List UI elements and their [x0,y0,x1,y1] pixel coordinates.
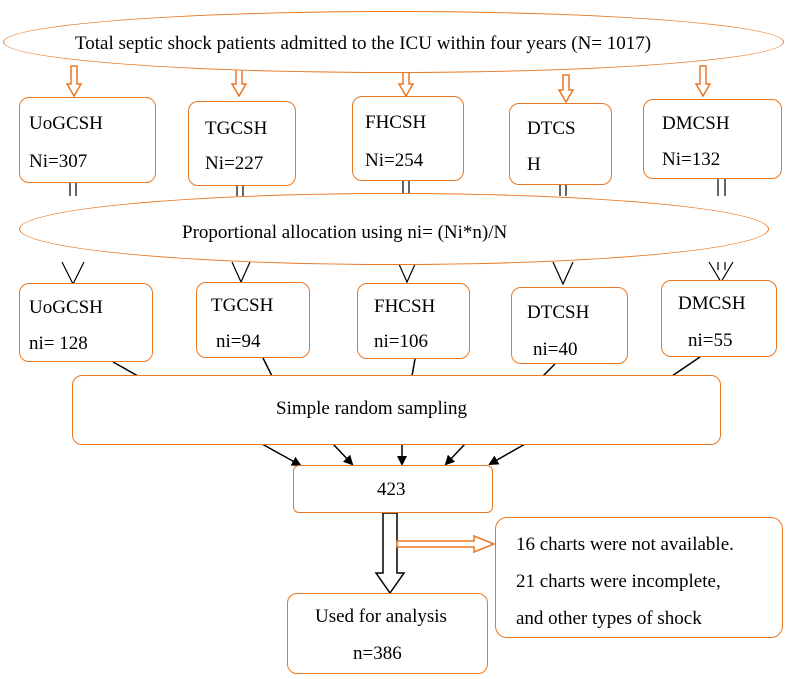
total-sample-box [293,465,493,513]
final-sample-label: Used for analysis [315,606,447,627]
sample-count: ni=106 [374,331,428,352]
total-sample-label: 423 [377,479,406,500]
exclusion-line: and other types of shock [516,608,702,629]
hospital-count: Ni=227 [205,153,264,174]
sample-name: DMCSH [678,293,746,314]
sample-box-fhcsh [357,283,470,359]
hospital-count: Ni=307 [29,151,88,172]
hollow-arrow-icon [694,65,712,98]
sample-count: ni=94 [216,331,261,352]
total-patients-ellipse [3,11,784,73]
final-sample-count: n=386 [353,643,402,664]
hollow-arrow-icon [396,534,497,554]
exclusions-box [495,517,783,638]
hospital-name: TGCSH [205,118,268,139]
exclusion-line: 21 charts were incomplete, [516,571,721,592]
allocation-label: Proportional allocation using ni= (Ni*n)… [182,222,508,243]
sample-name: UoGCSH [29,297,103,318]
sample-name: DTCSH [527,302,590,323]
hollow-arrow-icon [65,65,83,98]
sample-box-tgcsh [196,282,310,358]
sampling-method-box [72,375,721,445]
sample-count: ni=55 [688,330,733,351]
sample-box-uogcsh [19,283,153,362]
sample-count: ni=40 [533,339,578,360]
hospital-box-dtcsh [509,103,612,185]
hospital-box-dmcsh [643,99,782,179]
sample-box-dtcsh [511,287,628,364]
hospital-name-line1: DTCS [527,118,576,139]
hospital-count: Ni=254 [365,150,424,171]
exclusion-line: 16 charts were not available. [516,534,734,555]
sample-name: TGCSH [211,295,274,316]
hospital-name: UoGCSH [29,113,103,134]
hospital-name: FHCSH [365,112,427,133]
hospital-name-line2: H [527,154,541,175]
hospital-box-fhcsh [352,96,464,181]
hospital-box-uogcsh [19,97,156,183]
sampling-method-label: Simple random sampling [276,398,468,419]
sample-name: FHCSH [374,296,436,317]
hospital-name: DMCSH [662,113,730,134]
total-patients-label: Total septic shock patients admitted to … [75,33,652,54]
hollow-arrow-icon [374,512,406,595]
final-sample-box [287,593,488,674]
hospital-box-tgcsh [188,101,296,186]
sample-count: ni= 128 [29,333,88,354]
hollow-arrow-icon [557,74,575,104]
allocation-ellipse [19,193,769,265]
hospital-count: Ni=132 [662,149,721,170]
sample-box-dmcsh [661,280,777,357]
